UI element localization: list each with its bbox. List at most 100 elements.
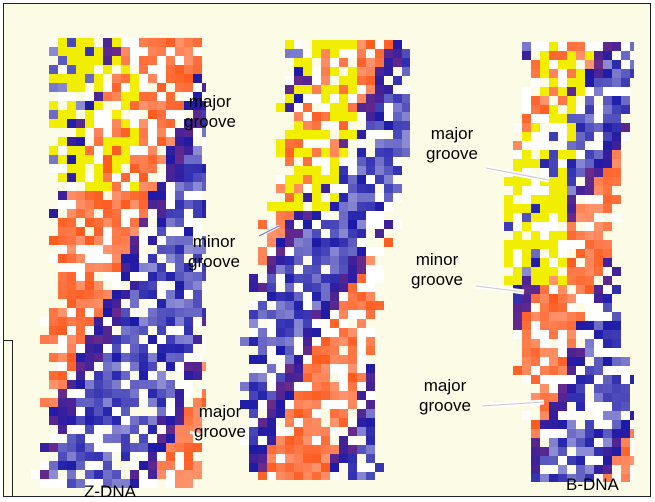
atom-pixel (94, 425, 103, 434)
atom-pixel (85, 56, 94, 65)
atom-pixel (540, 420, 549, 429)
atom-pixel (49, 443, 58, 452)
atom-pixel (285, 247, 294, 256)
atom-pixel (193, 407, 202, 416)
atom-pixel (321, 391, 330, 400)
atom-pixel (603, 285, 612, 294)
atom-pixel (549, 393, 558, 402)
atom-pixel (321, 319, 330, 328)
atom-pixel (67, 353, 76, 362)
atom-pixel (384, 193, 393, 202)
atom-pixel (267, 382, 276, 391)
atom-pixel (58, 326, 67, 335)
atom-pixel (258, 373, 267, 382)
atom-pixel (148, 299, 157, 308)
atom-pixel (366, 166, 375, 175)
atom-pixel (504, 195, 513, 204)
atom-pixel (49, 371, 58, 380)
atom-pixel (76, 335, 85, 344)
atom-pixel (67, 38, 76, 47)
atom-pixel (193, 191, 202, 200)
atom-pixel (193, 101, 202, 110)
atom-pixel (184, 335, 193, 344)
atom-pixel (531, 132, 540, 141)
dna-figure-panel: major groove minor groove major groove m… (3, 3, 651, 501)
atom-pixel (585, 195, 594, 204)
atom-pixel (130, 245, 139, 254)
atom-pixel (157, 263, 166, 272)
atom-pixel (603, 375, 612, 384)
atom-pixel (366, 400, 375, 409)
atom-pixel (193, 461, 202, 470)
atom-pixel (121, 83, 130, 92)
atom-pixel (330, 265, 339, 274)
atom-pixel (321, 148, 330, 157)
atom-pixel (294, 184, 303, 193)
atom-pixel (157, 443, 166, 452)
atom-pixel (321, 166, 330, 175)
atom-pixel (130, 479, 139, 488)
atom-pixel (58, 371, 67, 380)
atom-pixel (202, 173, 206, 182)
atom-pixel (184, 74, 193, 83)
atom-pixel (567, 348, 576, 357)
atom-pixel (175, 398, 184, 407)
atom-pixel (139, 38, 148, 47)
atom-pixel (312, 193, 321, 202)
atom-pixel (58, 137, 67, 146)
atom-pixel (130, 164, 139, 173)
atom-pixel (522, 411, 531, 420)
atom-pixel (139, 452, 148, 461)
atom-pixel (285, 472, 294, 480)
atom-pixel (531, 357, 540, 366)
atom-pixel (303, 67, 312, 76)
atom-pixel (549, 312, 558, 321)
atom-pixel (522, 276, 531, 285)
atom-pixel (585, 366, 594, 375)
atom-pixel (193, 353, 202, 362)
atom-pixel (375, 148, 384, 157)
atom-pixel (375, 301, 384, 310)
atom-pixel (49, 317, 58, 326)
atom-pixel (184, 245, 193, 254)
atom-pixel (184, 407, 193, 416)
atom-pixel (58, 173, 67, 182)
atom-pixel (585, 51, 594, 60)
atom-pixel (549, 276, 558, 285)
atom-pixel (402, 67, 410, 76)
atom-pixel (139, 281, 148, 290)
atom-pixel (94, 182, 103, 191)
atom-pixel (603, 42, 612, 51)
atom-pixel (166, 209, 175, 218)
atom-pixel (522, 249, 531, 258)
atom-pixel (166, 326, 175, 335)
atom-pixel (348, 85, 357, 94)
atom-pixel (193, 245, 202, 254)
atom-pixel (303, 238, 312, 247)
atom-pixel (139, 389, 148, 398)
atom-pixel (285, 130, 294, 139)
atom-pixel (121, 254, 130, 263)
atom-pixel (357, 301, 366, 310)
atom-pixel (576, 456, 585, 465)
atom-pixel (139, 398, 148, 407)
atom-pixel (249, 400, 258, 409)
atom-pixel (130, 74, 139, 83)
atom-pixel (85, 47, 94, 56)
atom-pixel (76, 137, 85, 146)
atom-pixel (330, 193, 339, 202)
atom-pixel (612, 429, 621, 438)
atom-pixel (121, 218, 130, 227)
atom-pixel (330, 409, 339, 418)
atom-pixel (513, 222, 522, 231)
atom-pixel (540, 411, 549, 420)
atom-pixel (312, 139, 321, 148)
atom-pixel (76, 308, 85, 317)
atom-pixel (339, 166, 348, 175)
atom-pixel (312, 229, 321, 238)
atom-pixel (184, 191, 193, 200)
atom-pixel (112, 443, 121, 452)
atom-pixel (303, 472, 312, 480)
atom-pixel (594, 42, 603, 51)
atom-pixel (531, 285, 540, 294)
